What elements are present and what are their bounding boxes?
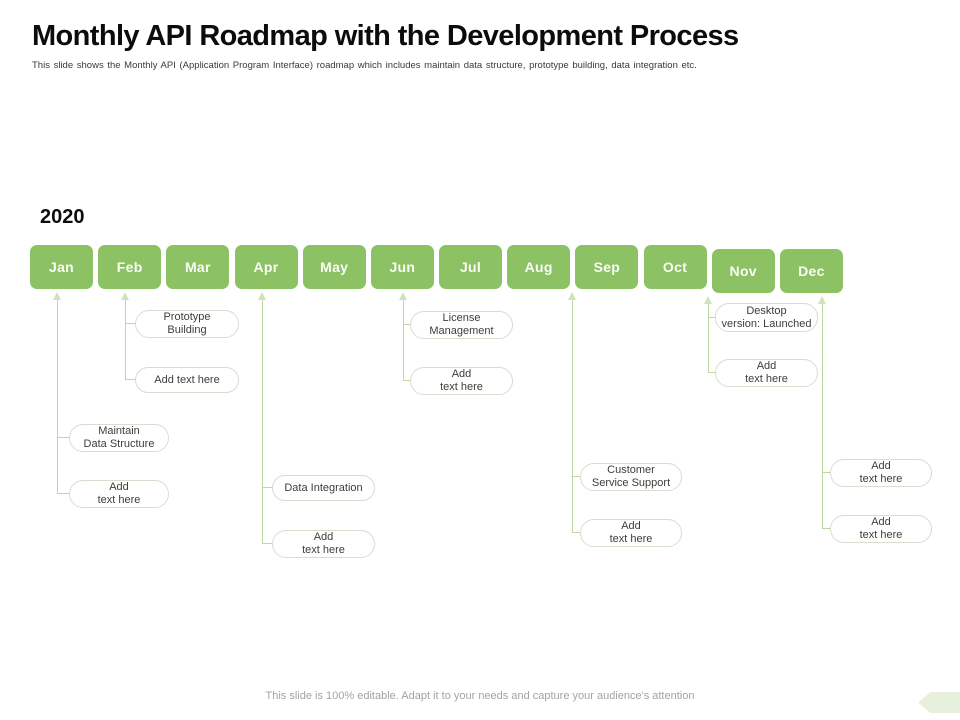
month-apr: Apr	[234, 245, 298, 289]
callout-dec-add-text-2[interactable]: Add text here	[830, 515, 932, 543]
connector-line-jun	[403, 300, 404, 381]
month-dec: Dec	[779, 249, 843, 293]
connector-branch-apr-1	[262, 487, 272, 488]
callout-jan-add-text[interactable]: Add text here	[69, 480, 169, 508]
month-oct: Oct	[643, 245, 707, 289]
connector-branch-jan-2	[57, 493, 69, 494]
month-bar: Jan Feb Mar Apr May Jun Jul Aug Sep Oct …	[30, 245, 843, 295]
arrow-up-icon	[399, 292, 407, 300]
arrow-up-icon	[53, 292, 61, 300]
arrow-up-icon	[818, 296, 826, 304]
connector-branch-sep-2	[572, 532, 580, 533]
month-jul: Jul	[439, 245, 503, 289]
month-feb: Feb	[98, 245, 162, 289]
connector-line-apr	[262, 300, 263, 544]
connector-branch-dec-1	[822, 472, 830, 473]
month-jan: Jan	[30, 245, 93, 289]
arrow-up-icon	[568, 292, 576, 300]
arrow-up-icon	[121, 292, 129, 300]
month-aug: Aug	[507, 245, 571, 289]
callout-sep-add-text[interactable]: Add text here	[580, 519, 682, 547]
arrow-up-icon	[258, 292, 266, 300]
month-mar: Mar	[166, 245, 230, 289]
month-jun: Jun	[370, 245, 434, 289]
connector-branch-nov-2	[708, 372, 715, 373]
slide-title: Monthly API Roadmap with the Development…	[32, 20, 739, 52]
connector-branch-feb-2	[125, 379, 135, 380]
callout-dec-add-text-1[interactable]: Add text here	[830, 459, 932, 487]
callout-customer-service-support[interactable]: Customer Service Support	[580, 463, 682, 491]
callout-license-management[interactable]: License Management	[410, 311, 513, 339]
connector-line-feb	[125, 300, 126, 380]
arrow-up-icon	[704, 296, 712, 304]
connector-branch-nov-1	[708, 317, 715, 318]
connector-branch-sep-1	[572, 476, 580, 477]
callout-data-integration[interactable]: Data Integration	[272, 475, 375, 501]
connector-branch-jun-1	[403, 324, 410, 325]
callout-jun-add-text[interactable]: Add text here	[410, 367, 513, 395]
connector-line-dec	[822, 304, 823, 529]
connector-branch-jan-1	[57, 437, 69, 438]
callout-nov-add-text[interactable]: Add text here	[715, 359, 818, 387]
callout-prototype-building[interactable]: Prototype Building	[135, 310, 239, 338]
bottom-right-arrow-decoration	[918, 692, 960, 713]
footer-note: This slide is 100% editable. Adapt it to…	[265, 690, 695, 702]
month-nov: Nov	[711, 249, 775, 293]
connector-branch-apr-2	[262, 543, 272, 544]
callout-maintain-data-structure[interactable]: Maintain Data Structure	[69, 424, 169, 452]
connector-line-jan	[57, 300, 58, 494]
slide-subtitle: This slide shows the Monthly API (Applic…	[32, 60, 697, 71]
callout-apr-add-text[interactable]: Add text here	[272, 530, 375, 558]
callout-desktop-version-launched[interactable]: Desktop version: Launched	[715, 303, 818, 332]
month-sep: Sep	[575, 245, 639, 289]
year-label: 2020	[40, 206, 85, 228]
connector-line-nov	[708, 304, 709, 373]
connector-branch-dec-2	[822, 528, 830, 529]
connector-branch-feb-1	[125, 323, 135, 324]
month-may: May	[302, 245, 366, 289]
callout-feb-add-text[interactable]: Add text here	[135, 367, 239, 393]
connector-branch-jun-2	[403, 380, 410, 381]
connector-line-sep	[572, 300, 573, 533]
